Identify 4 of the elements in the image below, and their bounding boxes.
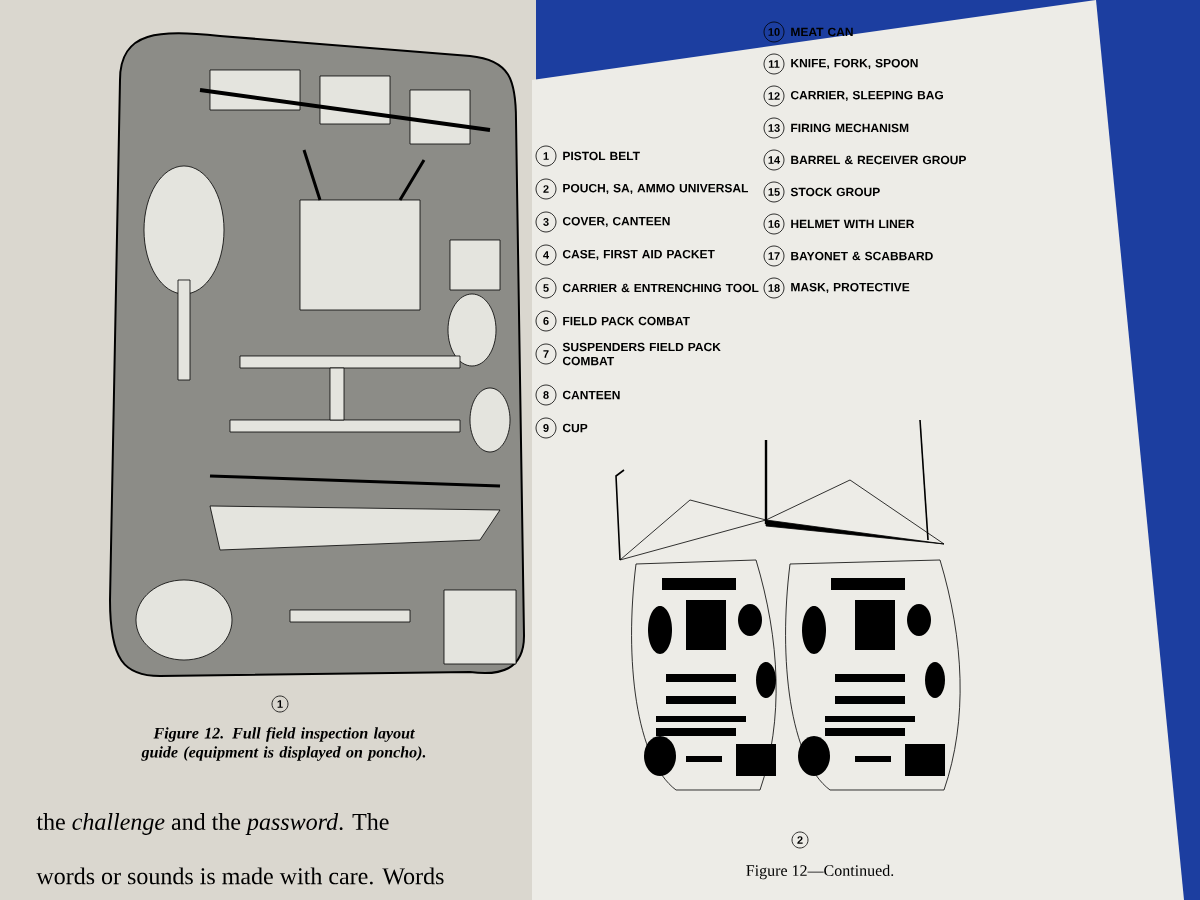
body-text: the challenge and the password. The — [36, 813, 389, 835]
figure-caption: Figure 12—Continued. — [746, 864, 894, 880]
figure-caption: Figure 12. Full field inspection layout guide (equipment is displayed on poncho). — [141, 727, 426, 761]
body-text: words or sounds is made with care. Words — [36, 867, 444, 885]
